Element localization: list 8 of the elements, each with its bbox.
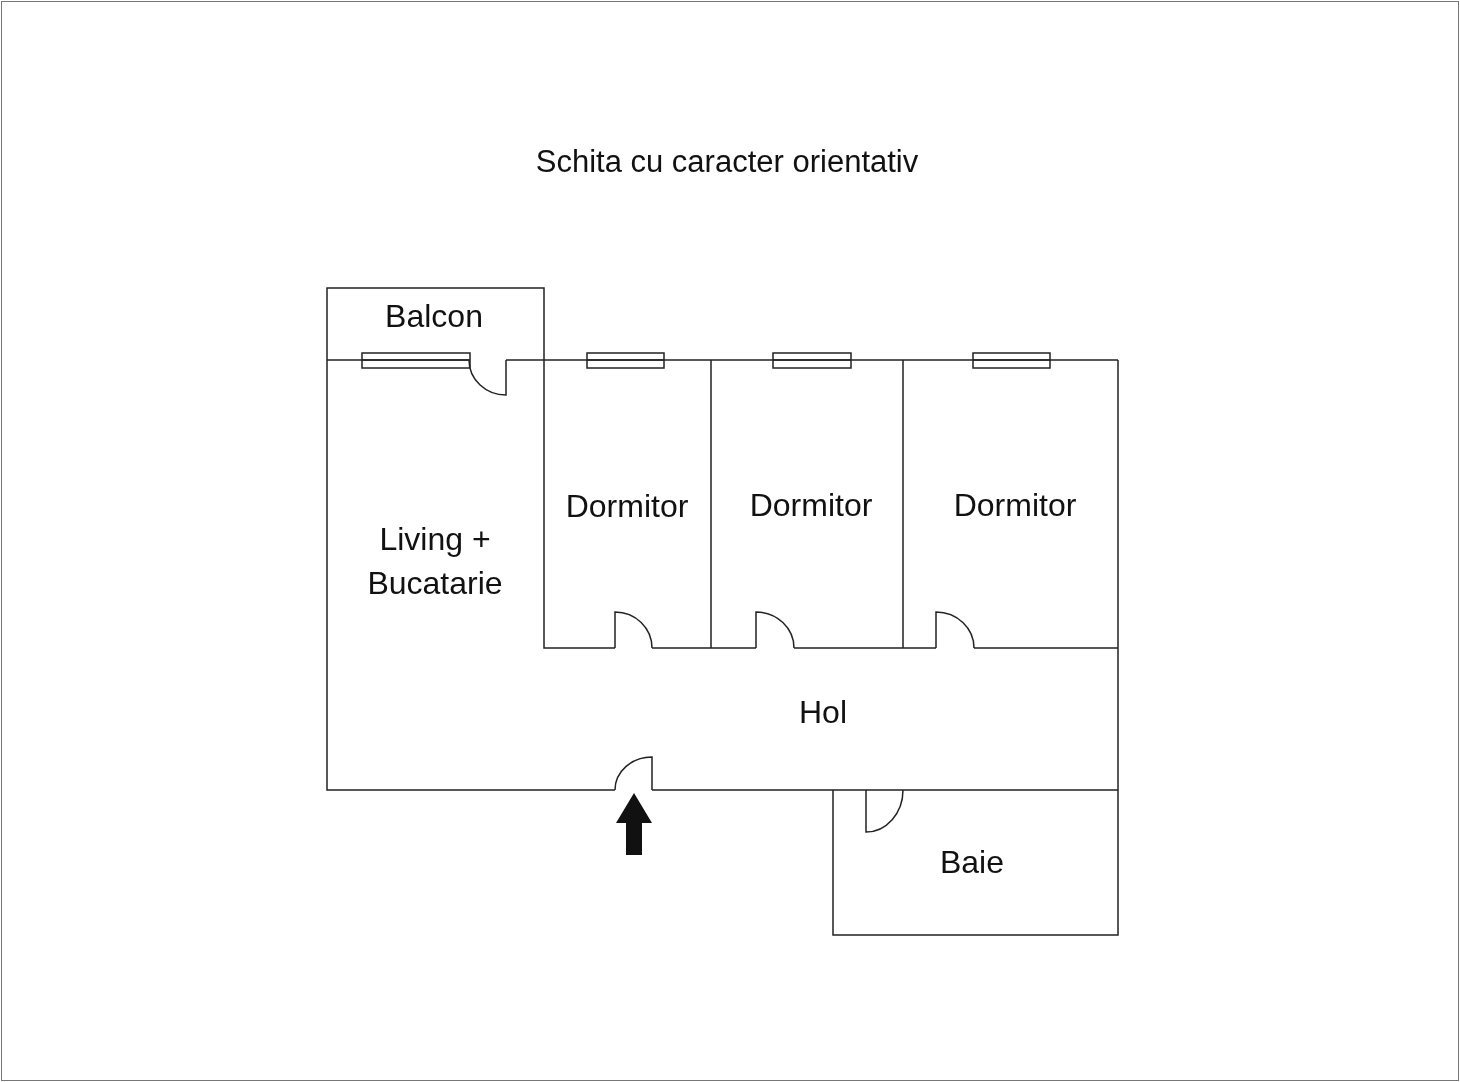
- room-label: Living + Bucatarie: [360, 517, 510, 605]
- room-label: Dormitor: [565, 487, 689, 525]
- room-label: Dormitor: [953, 486, 1077, 524]
- room-label: Dormitor: [749, 486, 873, 524]
- title: Schita cu caracter orientativ: [535, 144, 919, 180]
- room-label: Baie: [940, 843, 1004, 881]
- room-label: Hol: [799, 693, 847, 731]
- room-label: Balcon: [385, 297, 483, 335]
